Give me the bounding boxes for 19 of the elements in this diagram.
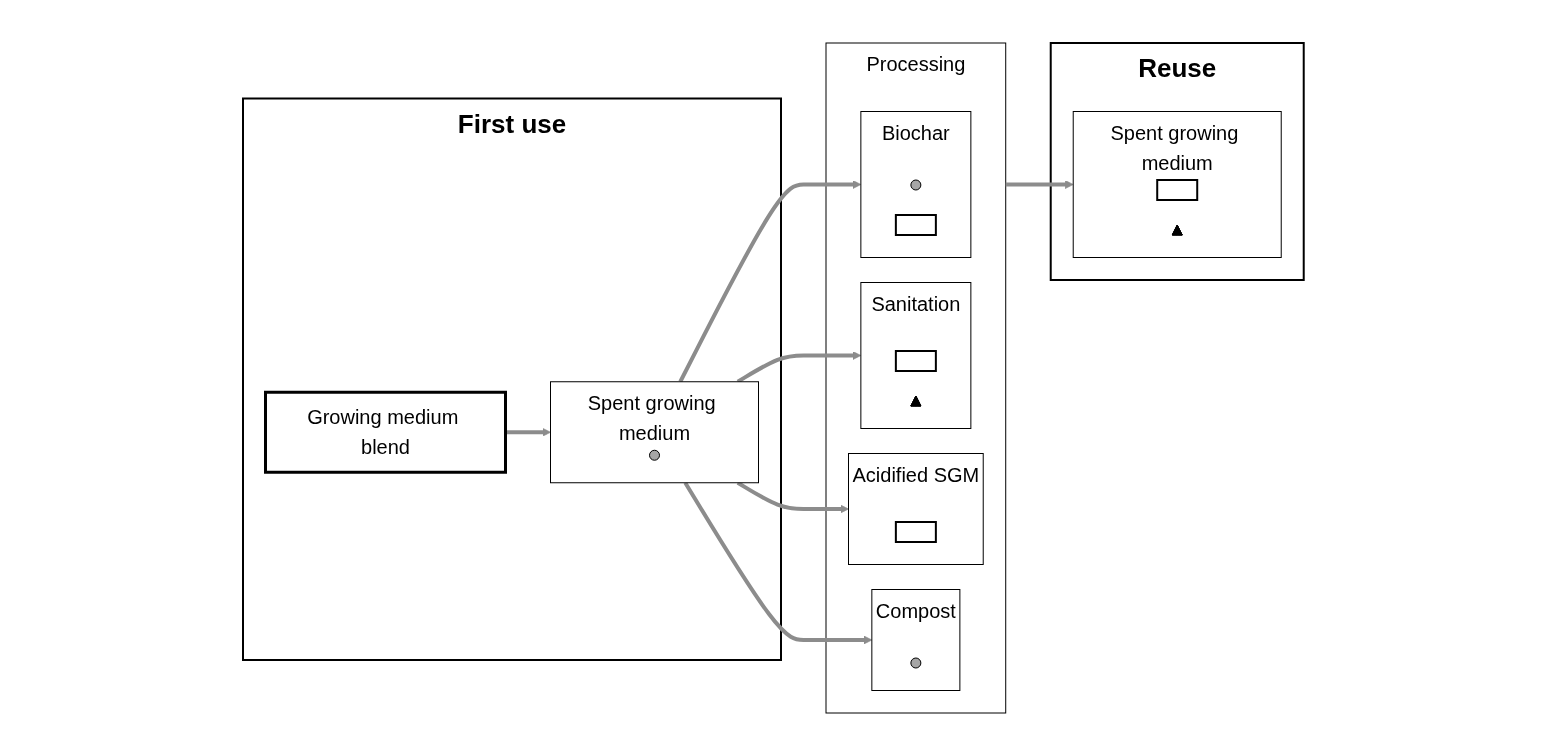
node-box bbox=[895, 349, 937, 372]
node-box: Growing medium blend bbox=[264, 390, 508, 474]
arrow bbox=[1005, 179, 1074, 189]
node-circle bbox=[910, 179, 922, 190]
cluster: Spent growing medium bbox=[1072, 110, 1282, 258]
cluster: Sanitation bbox=[860, 281, 972, 429]
node-circle bbox=[910, 657, 922, 668]
arrow bbox=[683, 481, 873, 644]
node-box bbox=[1156, 178, 1199, 201]
node-circle bbox=[649, 449, 661, 461]
cluster: Compost bbox=[871, 588, 961, 691]
arrow bbox=[505, 427, 552, 437]
arrow bbox=[678, 179, 862, 383]
cluster: Biochar bbox=[860, 110, 972, 258]
cluster: Spent growing medium bbox=[550, 380, 760, 483]
arrow bbox=[736, 350, 862, 383]
cluster: Acidified SGM bbox=[848, 452, 984, 565]
node-box bbox=[895, 213, 937, 236]
node-box bbox=[895, 520, 937, 543]
